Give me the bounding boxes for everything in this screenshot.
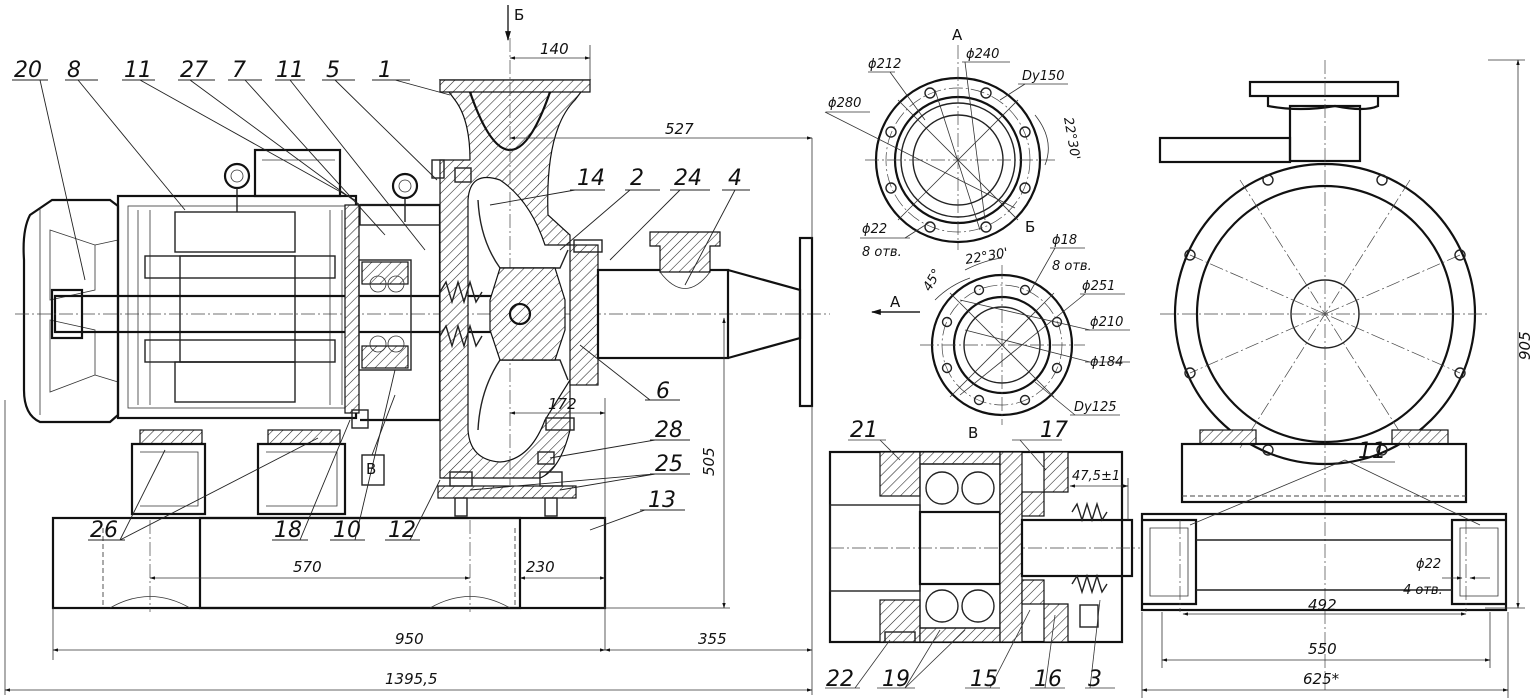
dim-47-5: 47,5±1	[1072, 469, 1120, 484]
callout-7: 7	[232, 58, 246, 83]
angle-45: 45°	[920, 267, 945, 294]
dim-1395: 1395,5	[385, 670, 438, 688]
dim-527: 527	[665, 120, 694, 138]
callout-19: 19	[882, 667, 910, 692]
view-letter-b-top: Б	[514, 6, 524, 24]
holes-count-a: 8 отв.	[862, 245, 902, 260]
angle-22-30-b: 22°30'	[964, 246, 1009, 268]
dim-355: 355	[698, 630, 727, 648]
callout-11a: 11	[124, 58, 152, 83]
main-section-view	[15, 38, 830, 612]
callout-12: 12	[388, 518, 416, 543]
callout-14: 14	[577, 166, 605, 191]
callout-17: 17	[1040, 418, 1068, 443]
callouts-mid: 14 2 24 4 6	[489, 166, 750, 404]
view-letter-a-top: А	[952, 26, 963, 44]
dim-d240: ϕ240	[966, 47, 999, 62]
motor-flange	[344, 204, 360, 414]
dim-905: 905	[1516, 331, 1533, 360]
dim-140: 140	[540, 40, 569, 58]
callout-20: 20	[14, 58, 42, 83]
callout-18: 18	[274, 518, 302, 543]
terminal-box	[253, 148, 342, 198]
dim-230: 230	[526, 558, 555, 576]
channel-support-1	[130, 442, 207, 516]
callout-16: 16	[1034, 667, 1062, 692]
section-markers: Б В	[361, 5, 524, 486]
base-frame-side	[1140, 512, 1508, 612]
lantern	[360, 203, 442, 422]
callout-8: 8	[67, 58, 81, 83]
holes-count-side: 4 отв.	[1403, 583, 1443, 598]
seal-spring-detail	[1071, 501, 1108, 523]
rotor	[179, 255, 296, 363]
callout-28: 28	[655, 418, 683, 443]
dim-dy150: Dy150	[1022, 69, 1065, 84]
view-letter-v-flange: В	[968, 424, 978, 442]
callout-26: 26	[90, 518, 118, 543]
callout-3: 3	[1088, 667, 1102, 692]
holes-d18: ϕ18	[1052, 233, 1077, 248]
callout-2: 2	[630, 166, 644, 191]
dim-d210: ϕ210	[1090, 315, 1123, 330]
callout-25: 25	[655, 452, 683, 477]
lifting-eye-2	[391, 172, 419, 200]
outlet-flange	[798, 236, 814, 408]
dim-d184: ϕ184	[1090, 355, 1123, 370]
bearing-upper	[919, 463, 1001, 513]
callout-22: 22	[826, 667, 854, 692]
dim-d280: ϕ280	[828, 96, 861, 111]
dim-d251: ϕ251	[1082, 279, 1115, 294]
pump-foot	[437, 485, 577, 499]
suction-nozzle	[439, 79, 591, 93]
callout-1: 1	[378, 58, 392, 83]
holes-d22-a: ϕ22	[862, 222, 887, 237]
bearing-lower	[919, 583, 1001, 629]
callouts-bottom-left: 26 18 10 12 28 25 13	[88, 369, 690, 543]
holes-count-b: 8 отв.	[1052, 259, 1092, 274]
callout-10: 10	[333, 518, 361, 543]
callout-27: 27	[180, 58, 208, 83]
dim-550: 550	[1308, 640, 1337, 658]
channel-support-2	[256, 442, 347, 516]
view-letter-a-arrow: А	[890, 293, 901, 311]
side-view: 11 905 ϕ22 4 отв. 492 550 625*	[1140, 59, 1533, 698]
motor-housing	[116, 194, 358, 420]
dim-950: 950	[395, 630, 424, 648]
discharge-flange	[569, 244, 599, 386]
detail-bearing-section: 47,5±1 21 17 22 19 15 16 3	[825, 418, 1140, 692]
dim-172: 172	[548, 395, 577, 413]
flange-view-b: А 45° 22°30' ϕ18 8 отв. ϕ251 ϕ210 ϕ184 D…	[871, 233, 1130, 442]
stator	[174, 211, 296, 253]
main-dimensions: 140 527 172 505 570 230 950 355 1395,5	[4, 40, 813, 695]
dim-492: 492	[1308, 596, 1337, 614]
dim-570: 570	[293, 558, 322, 576]
callout-4: 4	[728, 166, 742, 191]
callouts-top-left: 20 8 11 27 7 11 5 1	[12, 58, 451, 281]
dim-d212: ϕ212	[868, 57, 901, 72]
seal-spring	[439, 279, 483, 305]
callout-11b: 11	[276, 58, 304, 83]
callout-24: 24	[674, 166, 702, 191]
lifting-eye-1	[223, 162, 251, 190]
callout-11-side: 11	[1358, 439, 1386, 464]
dim-dy125: Dy125	[1074, 400, 1117, 415]
view-letter-b-flange: Б	[1025, 218, 1035, 236]
volute-casing	[438, 79, 592, 479]
holes-d22-side: ϕ22	[1416, 557, 1441, 572]
callout-6: 6	[656, 379, 670, 404]
fan-cover	[22, 198, 120, 424]
dim-625: 625*	[1303, 670, 1340, 688]
callout-15: 15	[970, 667, 998, 692]
callout-5: 5	[326, 58, 340, 83]
callout-21: 21	[850, 418, 878, 443]
view-letter-v-section: В	[366, 460, 376, 478]
angle-22-30-a: 22°30'	[1060, 116, 1082, 161]
flange-view-a: А ϕ212 ϕ240 Dy150 ϕ280 22°30' ϕ22 8 отв.…	[824, 26, 1082, 260]
dim-505: 505	[700, 447, 718, 476]
callout-13: 13	[648, 488, 676, 513]
